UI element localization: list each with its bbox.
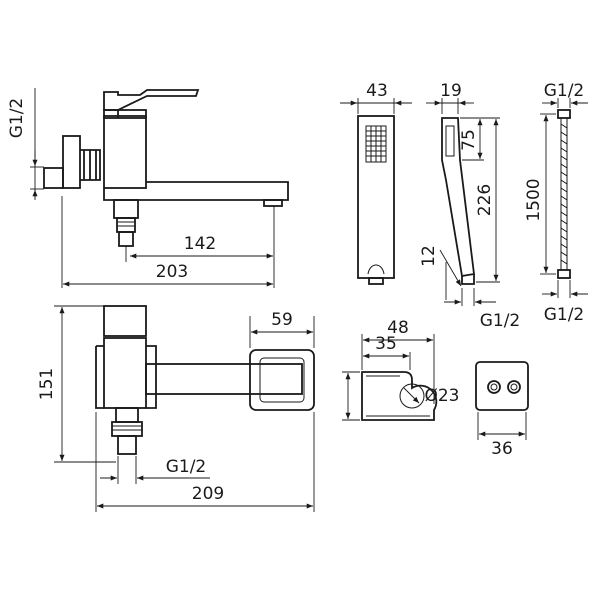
shower-hose: G1/2 1500 G1/2 <box>524 81 588 325</box>
shower-tip-label: 12 <box>419 245 439 267</box>
side-thread-label: G1/2 <box>7 98 27 139</box>
shower-thread-label: G1/2 <box>480 311 521 331</box>
shower-head-label: 75 <box>459 129 479 151</box>
holder-diameter-label: Ø23 <box>424 386 459 406</box>
side-thread-dimension: G1/2 <box>7 88 44 200</box>
top-view-dimensions: 151 59 G1/2 209 <box>37 305 315 512</box>
plate-width-label: 36 <box>491 439 513 459</box>
spout-203-label: 203 <box>156 262 188 282</box>
shower-length-label: 226 <box>475 184 495 216</box>
mixer-side-view <box>43 89 289 247</box>
spout-142-label: 142 <box>184 234 216 254</box>
holder-inner-label: 35 <box>375 334 397 354</box>
spout-dimensions: 142 203 <box>61 196 275 288</box>
top-width-label: 209 <box>192 484 224 504</box>
top-height-label: 151 <box>37 368 57 400</box>
shower-holder: 48 35 Ø23 <box>342 318 460 421</box>
hose-bottom-thread-label: G1/2 <box>544 305 585 325</box>
top-spout-depth-label: 59 <box>271 310 293 330</box>
shower-thickness-label: 19 <box>440 81 462 101</box>
hose-length-label: 1500 <box>524 178 544 221</box>
shower-width-label: 43 <box>366 81 388 101</box>
holder-outer-label: 48 <box>387 318 409 338</box>
hose-top-thread-label: G1/2 <box>544 81 585 101</box>
hand-shower-front: 43 <box>340 81 412 285</box>
top-thread-label: G1/2 <box>166 457 207 477</box>
wall-plate: 36 <box>475 361 529 459</box>
mixer-top-view <box>95 305 315 455</box>
hand-shower-side: 19 75 226 12 G1/2 <box>419 81 520 331</box>
